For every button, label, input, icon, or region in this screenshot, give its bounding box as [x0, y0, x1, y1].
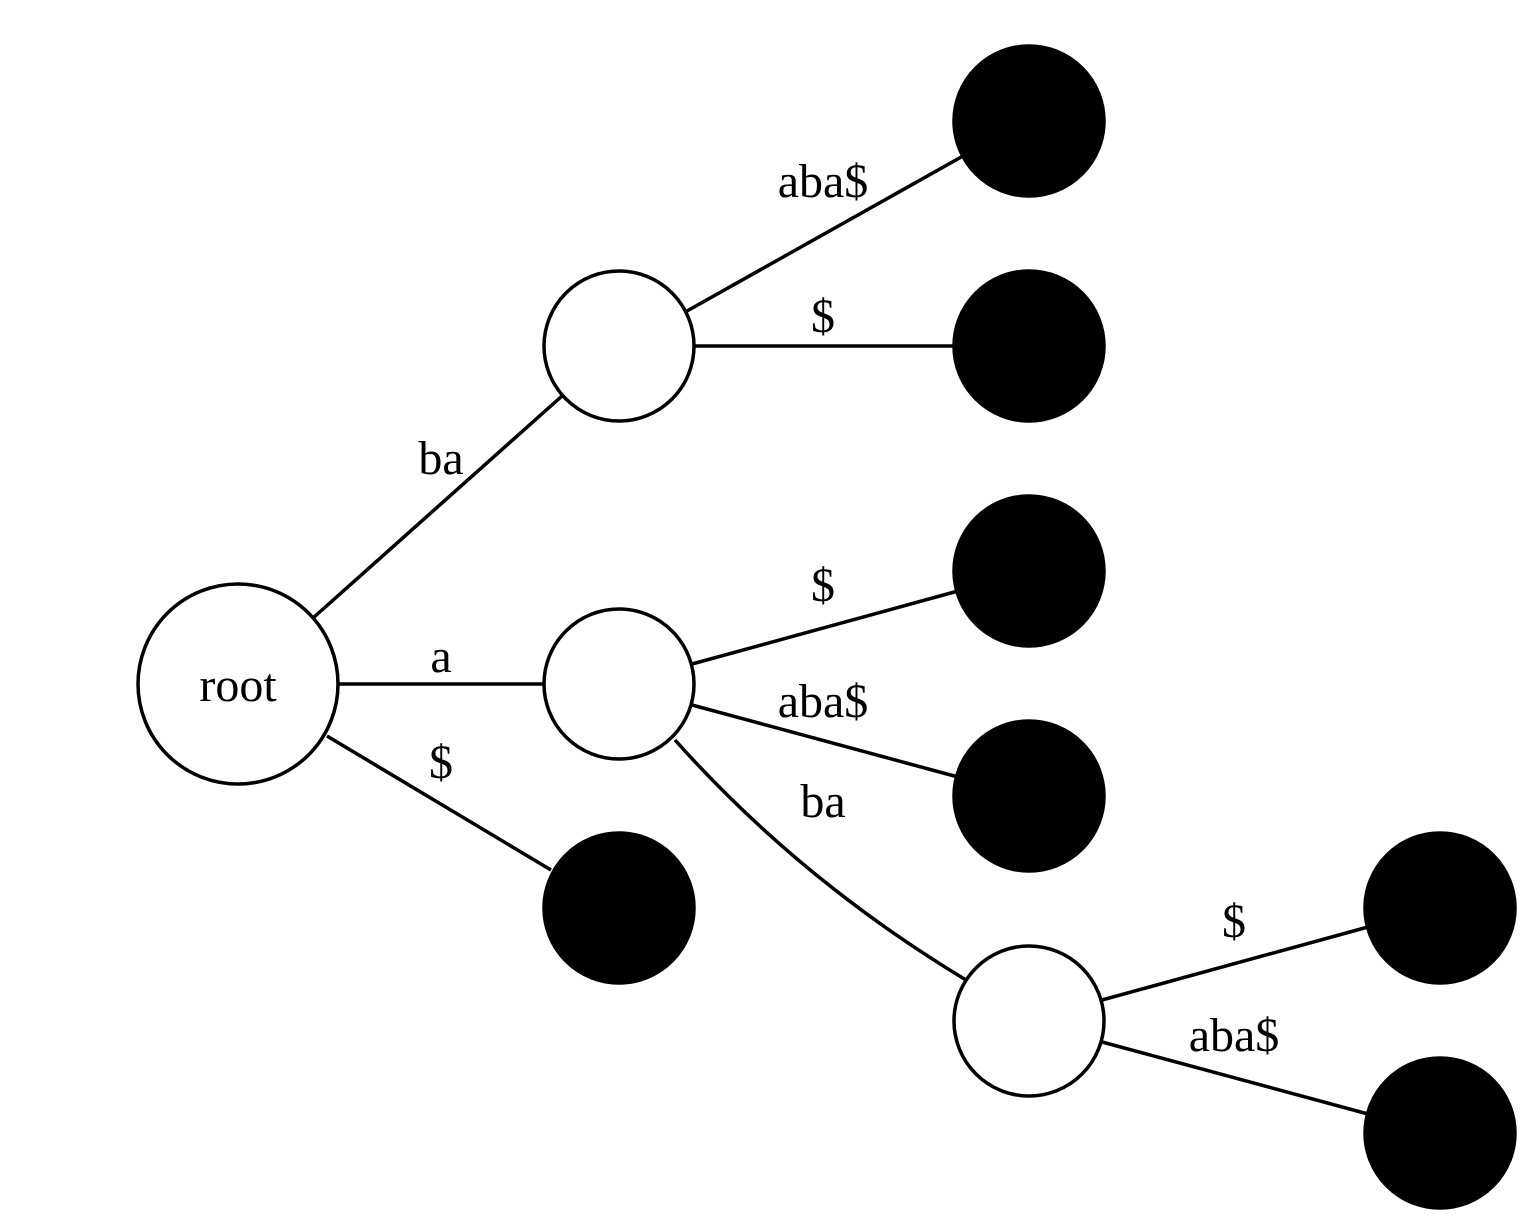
internal-node-ba — [542, 269, 696, 423]
edge-label-aba-to-aba-end: aba$ — [1189, 1009, 1280, 1062]
leaf-node-1 — [952, 44, 1106, 198]
edge-a-to-leaf-4 — [691, 703, 959, 779]
edge-root-to-leaf — [326, 734, 552, 872]
leaf-node-5 — [1363, 831, 1517, 985]
internal-node-a — [542, 607, 696, 761]
leaf-node-4 — [952, 719, 1106, 873]
leaf-node-3 — [952, 494, 1106, 648]
edge-aba-to-leaf-6 — [1101, 1040, 1369, 1116]
edge-aba-to-leaf-5 — [1101, 925, 1369, 1002]
edge-label-ba-to-end: $ — [811, 290, 835, 343]
edge-label-root-to-end: $ — [429, 736, 453, 789]
edge-label-a-to-aba-end: aba$ — [778, 675, 869, 728]
edge-a-to-leaf-3 — [691, 589, 959, 666]
leaf-node-6 — [1363, 1056, 1517, 1210]
edge-label-ba-to-aba-end: aba$ — [778, 155, 869, 208]
edge-label-a-to-ba: ba — [800, 775, 845, 828]
root-node — [136, 582, 340, 786]
leaf-node-root-end — [542, 831, 696, 985]
edge-label-a-to-end: $ — [811, 559, 835, 612]
leaf-node-2 — [952, 269, 1106, 423]
internal-node-aba — [952, 944, 1106, 1098]
edge-a-to-aba — [673, 738, 967, 982]
root-label: root — [199, 659, 277, 712]
edge-root-to-ba — [311, 394, 564, 620]
edge-label-root-to-a: a — [430, 630, 451, 683]
edge-label-root-to-ba: ba — [418, 432, 463, 485]
edge-label-aba-to-end: $ — [1222, 895, 1246, 948]
edge-ba-to-leaf-1 — [686, 154, 964, 313]
